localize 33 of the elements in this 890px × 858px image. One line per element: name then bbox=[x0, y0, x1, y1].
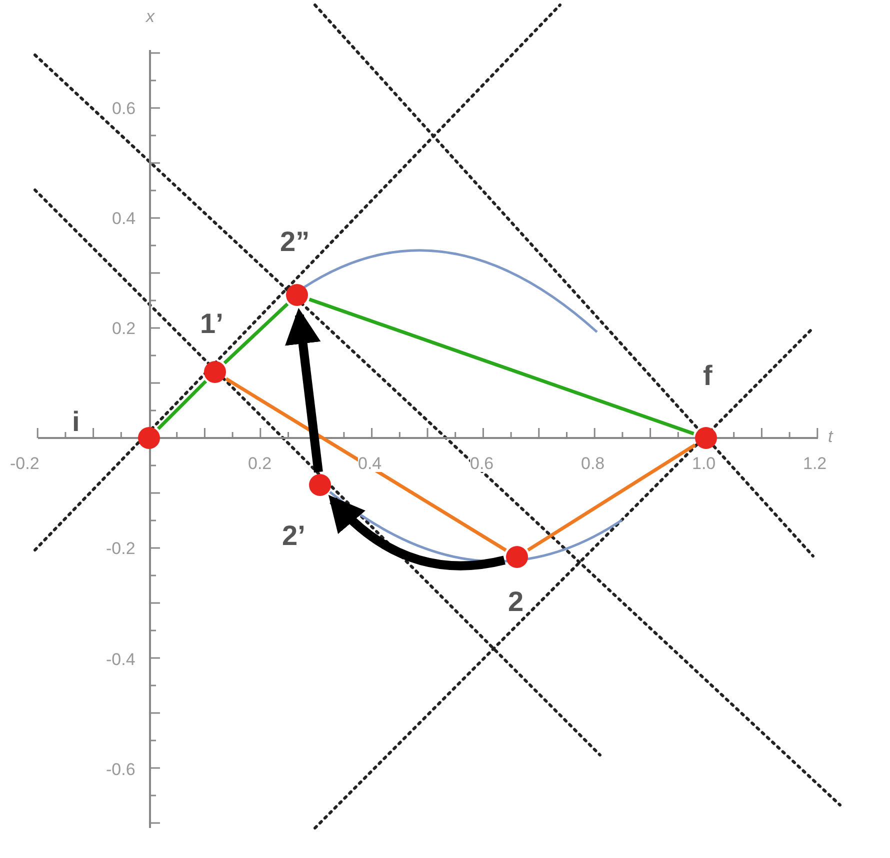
tick-label: 0.2 bbox=[248, 455, 272, 472]
tick-label: -0.2 bbox=[106, 540, 136, 557]
arrow bbox=[285, 308, 323, 473]
tick-label: 1.2 bbox=[803, 455, 827, 472]
point-marker bbox=[286, 284, 308, 306]
point-label: f bbox=[703, 362, 712, 390]
line-segment bbox=[527, 443, 696, 552]
point-marker bbox=[695, 427, 717, 449]
tick-label: 0.8 bbox=[581, 455, 605, 472]
line-segment bbox=[308, 298, 694, 436]
tick-label: 0.2 bbox=[112, 320, 136, 337]
line-segment bbox=[225, 377, 507, 552]
line-segment bbox=[156, 380, 208, 430]
tick-label: -0.6 bbox=[106, 761, 136, 778]
tick-label: 0.6 bbox=[470, 455, 494, 472]
tick-label: 0.4 bbox=[112, 210, 136, 227]
point-marker bbox=[204, 361, 226, 383]
tick-label: 1.0 bbox=[692, 455, 716, 472]
point-marker bbox=[506, 546, 528, 568]
tick-label: 0.4 bbox=[358, 455, 382, 472]
point-label: 1’ bbox=[200, 310, 224, 338]
axis-label: t bbox=[828, 428, 833, 445]
line-segment bbox=[223, 302, 289, 364]
point-marker bbox=[309, 474, 331, 496]
point-marker bbox=[138, 427, 160, 449]
tick-label: -0.2 bbox=[10, 455, 40, 472]
point-label: 2 bbox=[508, 588, 524, 616]
point-label: i bbox=[72, 408, 80, 436]
point-label: 2” bbox=[280, 228, 310, 256]
tick-label: 0.6 bbox=[112, 100, 136, 117]
point-label: 2’ bbox=[282, 522, 306, 550]
tick-label: -0.4 bbox=[106, 651, 136, 668]
arrow bbox=[328, 495, 506, 570]
